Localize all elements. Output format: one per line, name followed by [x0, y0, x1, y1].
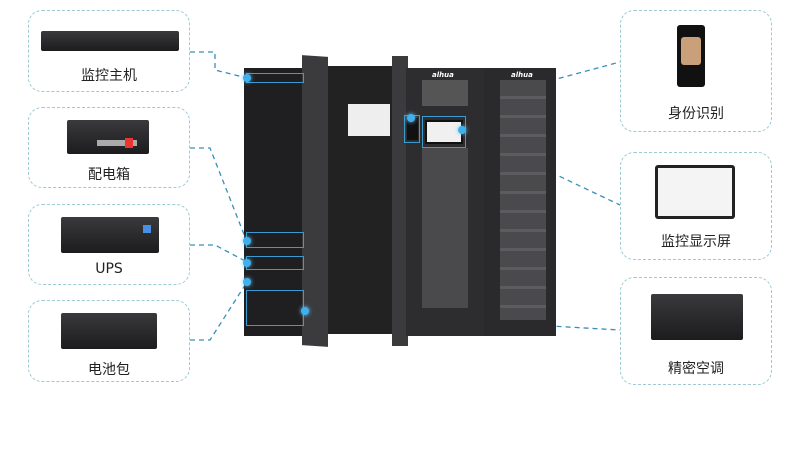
highlight-monitor-host	[246, 73, 304, 83]
card-label: 精密空调	[668, 361, 724, 377]
card-label: 身份识别	[668, 106, 724, 122]
ups-image	[61, 217, 159, 253]
pdu-image	[67, 120, 149, 154]
card-label: 监控主机	[81, 68, 137, 84]
highlight-pdu	[246, 232, 304, 248]
face-id-terminal[interactable]	[407, 118, 418, 140]
aircon-image	[651, 294, 743, 340]
monitor-host-image	[41, 31, 179, 51]
highlight-battery	[246, 290, 304, 326]
highlight-ups	[246, 256, 304, 270]
card-pdu[interactable]: 配电箱	[28, 107, 190, 188]
left-rack	[244, 68, 308, 336]
card-aircon[interactable]: 精密空调	[620, 277, 772, 385]
card-label: 监控显示屏	[661, 234, 731, 250]
display-cabinet	[406, 68, 484, 336]
marker-dot	[301, 307, 309, 315]
open-cabinet	[328, 66, 396, 334]
monitor-screen[interactable]	[425, 120, 463, 144]
marker-dot	[243, 278, 251, 286]
line-pdu	[190, 147, 248, 243]
brand-logo: alhua	[432, 71, 454, 79]
display-image	[655, 165, 735, 219]
marker-dot	[458, 126, 466, 134]
line-ups	[190, 244, 248, 263]
card-label: 电池包	[88, 362, 130, 378]
left-door[interactable]	[302, 55, 328, 347]
card-monitor-host[interactable]: 监控主机	[28, 10, 190, 92]
marker-dot	[243, 259, 251, 267]
card-display[interactable]: 监控显示屏	[620, 152, 772, 260]
line-monitor-host	[190, 51, 248, 79]
marker-dot	[243, 74, 251, 82]
marker-dot	[407, 114, 415, 122]
brand-logo: alhua	[511, 71, 533, 79]
card-label: 配电箱	[88, 167, 130, 183]
card-ups[interactable]: UPS	[28, 204, 190, 285]
card-label: UPS	[95, 261, 123, 277]
card-face-id[interactable]: 身份识别	[620, 10, 772, 132]
line-battery	[190, 281, 248, 341]
marker-dot	[243, 237, 251, 245]
face-id-image	[677, 25, 705, 87]
aircon-cabinet	[484, 68, 556, 336]
card-battery[interactable]: 电池包	[28, 300, 190, 382]
battery-image	[61, 313, 157, 349]
highlight-display	[422, 116, 466, 148]
